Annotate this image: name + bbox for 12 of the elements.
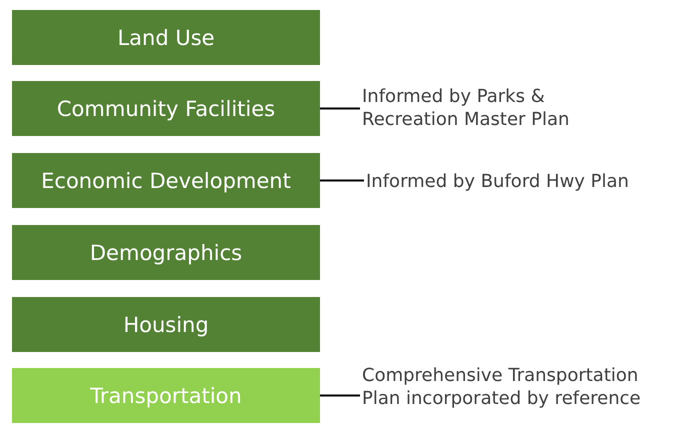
connector-line [320,394,360,396]
topic-box: Economic Development [12,153,320,208]
topic-box: Transportation [12,368,320,423]
note-text: Comprehensive Transportation Plan incorporated by reference [362,346,662,428]
topic-box: Housing [12,297,320,352]
topic-box: Land Use [12,10,320,65]
connector-line [320,180,364,182]
topic-box: Community Facilities [12,81,320,136]
note-text: Informed by Parks & Recreation Master Plan [362,80,622,136]
note-text: Informed by Buford Hwy Plan [366,166,672,196]
topic-box: Demographics [12,225,320,280]
connector-line [320,108,360,110]
